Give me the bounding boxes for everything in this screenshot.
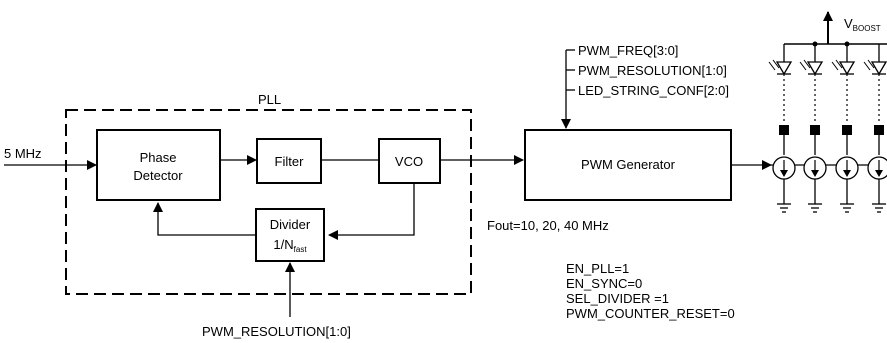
led-2-ray-1 <box>799 61 807 71</box>
vco-label: VCO <box>395 154 423 169</box>
string-2-pin <box>810 125 820 135</box>
divider-line2: 1/Nfast <box>273 237 307 254</box>
led-1-ray-2 <box>772 59 780 69</box>
phase-detector-line1: Phase <box>140 150 177 165</box>
pwm-freq-label: PWM_FREQ[3:0] <box>578 43 678 58</box>
vco-feedback-line <box>328 183 415 240</box>
string-4-pin <box>874 125 884 135</box>
current-sink-4-icon <box>867 156 887 180</box>
current-sink-1-arrow <box>780 170 788 177</box>
led-strings <box>768 41 887 213</box>
setting-en-sync: EN_SYNC=0 <box>566 276 642 291</box>
led-string-conf-label: LED_STRING_CONF[2:0] <box>578 83 729 98</box>
string-2-junction <box>812 41 818 47</box>
divider-block <box>255 208 325 262</box>
phase-detector-line2: Detector <box>133 168 183 183</box>
led-2-icon <box>806 61 824 76</box>
vco-block <box>378 138 441 184</box>
fout-label: Fout=10, 20, 40 MHz <box>487 218 609 233</box>
pll-label: PLL <box>258 92 281 107</box>
led-4-icon <box>870 61 887 76</box>
led-1-icon <box>775 61 793 76</box>
led-3-icon <box>838 61 856 76</box>
current-sink-3-arrow <box>843 170 851 177</box>
string-3-junction <box>844 41 850 47</box>
led-2-ray-2 <box>803 59 811 69</box>
current-sink-4-arrow <box>875 170 883 177</box>
filter-block <box>256 138 322 184</box>
pwm-resolution-label: PWM_RESOLUTION[1:0] <box>578 63 727 78</box>
setting-en-pll: EN_PLL=1 <box>566 261 629 276</box>
phase-detector-block <box>96 129 221 201</box>
input-frequency-label: 5 MHz <box>4 146 42 161</box>
led-1-ray-1 <box>768 61 776 71</box>
divider-to-pd-line <box>153 202 256 236</box>
current-sink-2-arrow <box>811 170 819 177</box>
led-3-ray-1 <box>831 61 839 71</box>
filter-label: Filter <box>275 154 305 169</box>
string-1-pin <box>779 125 789 135</box>
pwm-generator-label: PWM Generator <box>581 157 676 172</box>
led-4-ray-2 <box>867 59 875 69</box>
setting-pwm-counter-reset: PWM_COUNTER_RESET=0 <box>566 306 735 321</box>
led-3-ray-2 <box>835 59 843 69</box>
setting-sel-divider: SEL_DIVIDER =1 <box>566 291 669 306</box>
divider-line1: Divider <box>270 217 311 232</box>
string-3-pin <box>842 125 852 135</box>
divider-control-label: PWM_RESOLUTION[1:0] <box>202 324 351 339</box>
vboost-label: VBOOST <box>844 16 881 33</box>
led-4-ray-1 <box>863 61 871 71</box>
pll-boundary <box>65 109 472 295</box>
